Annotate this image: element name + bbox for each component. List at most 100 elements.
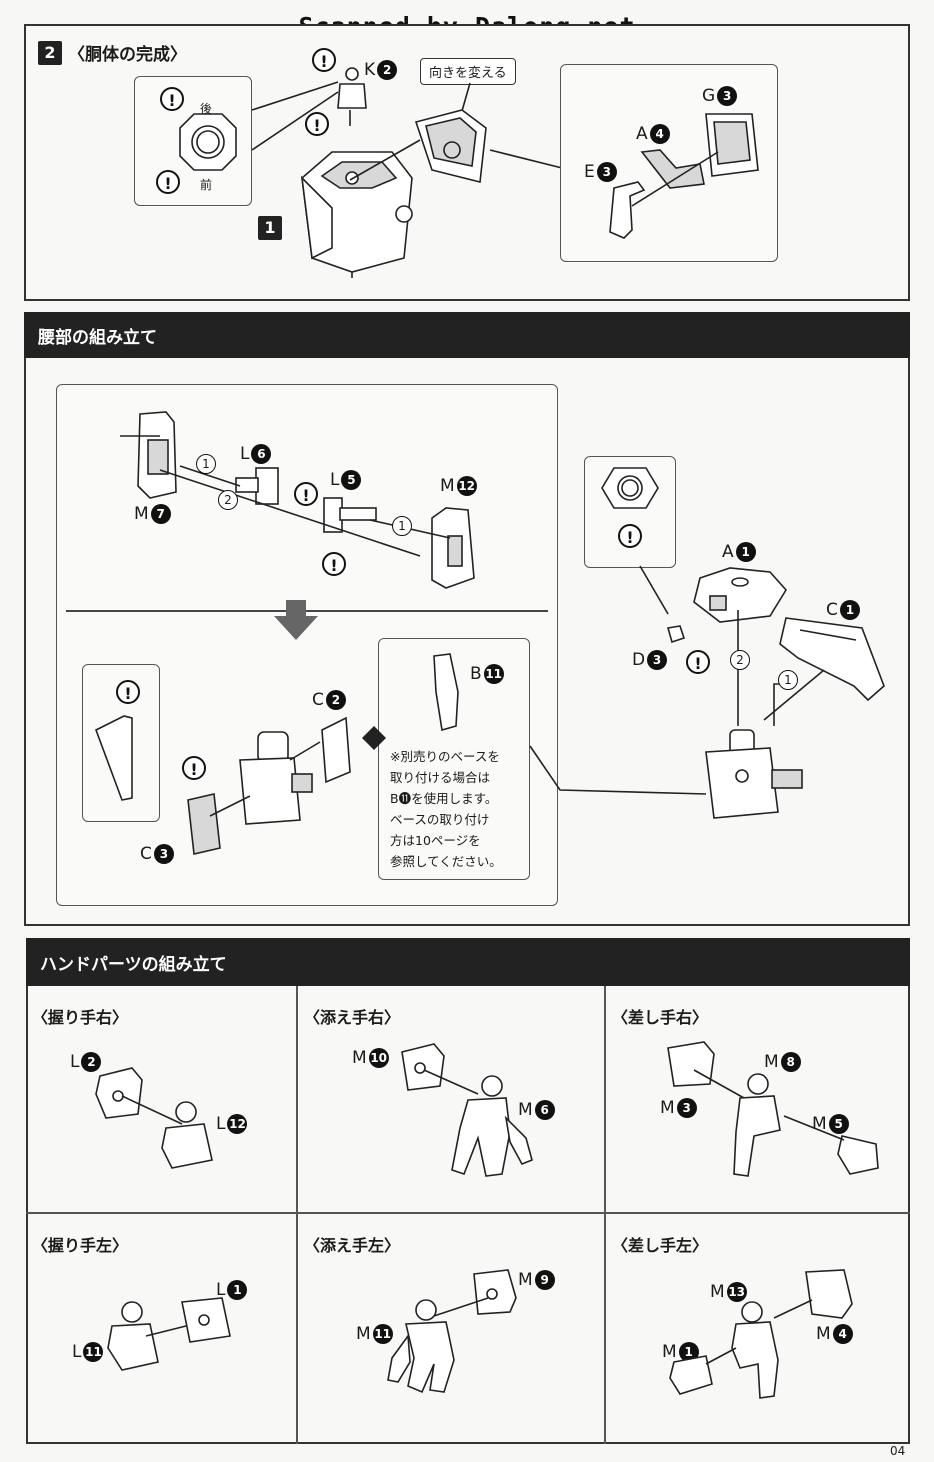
waist-core-illustration: [239, 731, 313, 825]
note-pointer: [529, 745, 707, 795]
c3-detail-illustration: [95, 715, 133, 801]
frame-divider: [66, 610, 548, 612]
hand-title-point-right: 〈差し手右〉: [612, 1008, 709, 1027]
torso-body-illustration: [300, 151, 413, 278]
m7-part-illustration: [137, 411, 177, 499]
label-front: 前: [200, 178, 213, 192]
direction-change-callout: 向きを変える: [420, 58, 516, 85]
page-number: 04: [890, 1444, 906, 1458]
waist-section-header: 腰部の組み立て: [24, 312, 910, 358]
hand-title-support-left: 〈添え手左〉: [304, 1236, 401, 1255]
point-right-illustration: [667, 1041, 879, 1177]
hand-title-grip-right: 〈握り手右〉: [32, 1008, 129, 1027]
l6-part-illustration: [235, 467, 279, 505]
warning-icon: !: [322, 552, 346, 576]
support-left-illustration: [387, 1269, 517, 1394]
base-attachment-note: ※別売りのベースを 取り付ける場合は B⓫を使用します。 ベースの取り付け 方は…: [390, 746, 526, 872]
warning-icon: !: [312, 48, 336, 72]
warning-icon: !: [182, 756, 206, 780]
warning-icon: !: [618, 524, 642, 548]
hands-grid-divider-h: [26, 1212, 910, 1214]
hands-grid-divider-v: [604, 986, 606, 1444]
a1-part-illustration: [693, 567, 787, 623]
d3-part-illustration: [666, 625, 686, 644]
assembly-arrows: [349, 139, 563, 181]
hand-title-support-right: 〈添え手右〉: [304, 1008, 401, 1027]
callout-pointer: [461, 82, 471, 112]
warning-icon: !: [686, 650, 710, 674]
hand-title-grip-left: 〈握り手左〉: [32, 1236, 129, 1255]
hands-section-header: ハンドパーツの組み立て: [26, 938, 910, 986]
support-right-illustration: [401, 1043, 533, 1177]
point-left-illustration: [669, 1269, 853, 1399]
note-line: ※別売りのベースを: [390, 749, 500, 764]
subassembly-arrow: [631, 151, 719, 207]
hands-grid-divider-v: [296, 986, 298, 1444]
k2-part-illustration: [337, 67, 367, 126]
down-arrow-icon: [274, 600, 318, 640]
waist-right-arrows: [737, 610, 825, 726]
note-line: 方は10ページを: [390, 833, 481, 848]
pointer-lines: [251, 81, 339, 151]
waist-assembled-illustration: [705, 729, 803, 819]
step-mark-1: 1: [778, 670, 798, 690]
g3-part-illustration: [705, 113, 759, 177]
l5-part-illustration: [323, 497, 377, 533]
note-line: ベースの取り付け: [390, 812, 490, 827]
step-number-badge: 2: [38, 40, 62, 65]
sub-step-badge: 1: [258, 216, 282, 240]
torso-section-title: 2 〈胴体の完成〉: [38, 40, 187, 65]
warning-icon: !: [156, 170, 180, 194]
note-line: 参照してください。: [390, 854, 502, 869]
warning-icon: !: [305, 112, 329, 136]
d3-pointer: [639, 565, 669, 615]
torso-title-text: 〈胴体の完成〉: [68, 45, 187, 65]
grip-left-illustration: [107, 1297, 231, 1371]
m12-part-illustration: [431, 507, 475, 589]
grip-right-illustration: [95, 1067, 213, 1169]
warning-icon: !: [294, 482, 318, 506]
warning-icon: !: [160, 87, 184, 111]
warning-icon: !: [116, 680, 140, 704]
step-mark-1: 1: [196, 454, 216, 474]
step-mark-2: 2: [218, 490, 238, 510]
label-back: 後: [200, 102, 213, 116]
b11-part-illustration: [433, 653, 459, 732]
diamond-marker-icon: [362, 726, 386, 750]
note-line: 取り付ける場合は: [390, 770, 491, 785]
step-mark-1: 1: [392, 516, 412, 536]
hex-part-illustration: [601, 467, 659, 509]
waist-lower-arrows: [209, 741, 321, 817]
c3-part-illustration: [187, 793, 221, 855]
bracket-part-illustration: [414, 109, 487, 183]
step-mark-2: 2: [730, 650, 750, 670]
hand-title-point-left: 〈差し手左〉: [612, 1236, 709, 1255]
